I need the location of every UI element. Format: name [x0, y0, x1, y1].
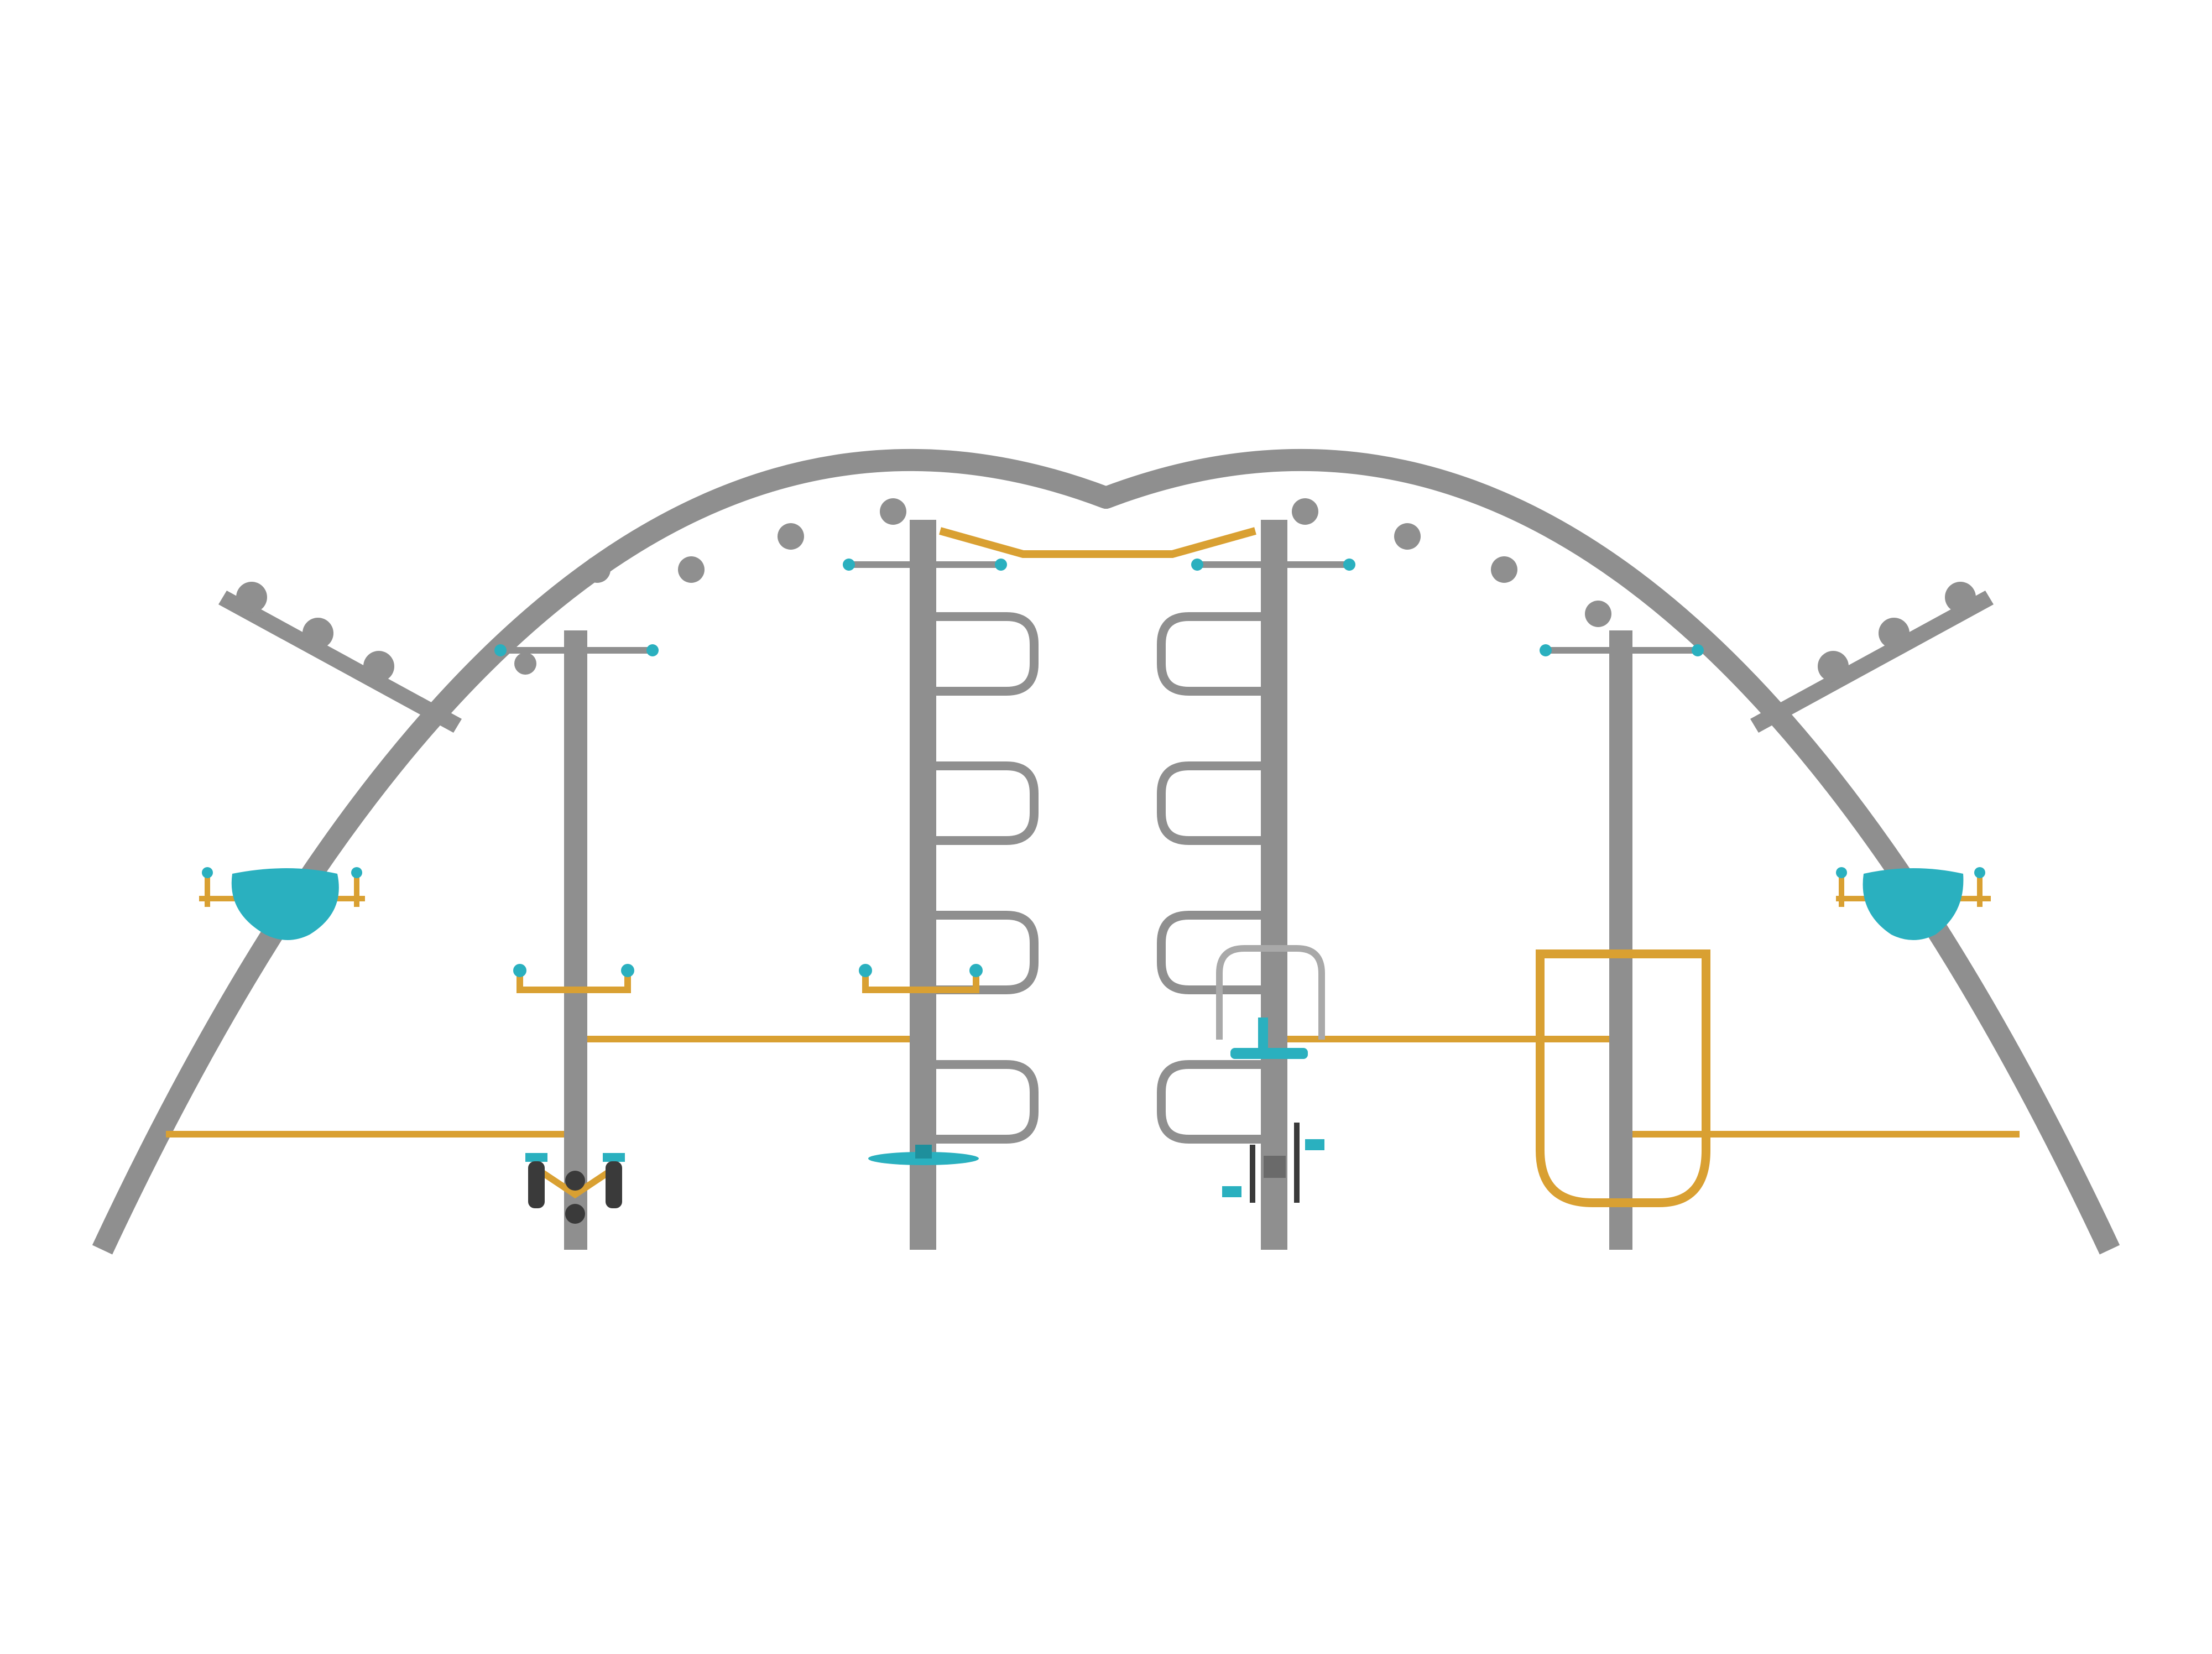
orange-horizontal-bars [166, 1036, 2020, 1138]
u-handles [513, 964, 983, 993]
post-4 [1609, 630, 1632, 1250]
left-ladder-loops [936, 612, 1039, 1144]
orange-u-frame [1536, 949, 1710, 1207]
vertical-posts [564, 520, 1632, 1250]
right-seat [1836, 867, 1991, 940]
post-1 [564, 630, 587, 1250]
left-diagonal-arm [218, 582, 462, 733]
dip-station [525, 1153, 625, 1224]
post-3 [1261, 520, 1287, 1250]
center-platform [868, 1145, 979, 1165]
top-short-bars [494, 559, 1704, 656]
center-seat-station [1216, 945, 1325, 1203]
left-seat [199, 867, 365, 940]
post-2 [910, 520, 936, 1250]
right-ladder-loops [1157, 612, 1261, 1144]
main-arch [92, 449, 2120, 1255]
right-diagonal-arm [1750, 582, 1994, 733]
top-center-orange-bar [939, 527, 1256, 558]
